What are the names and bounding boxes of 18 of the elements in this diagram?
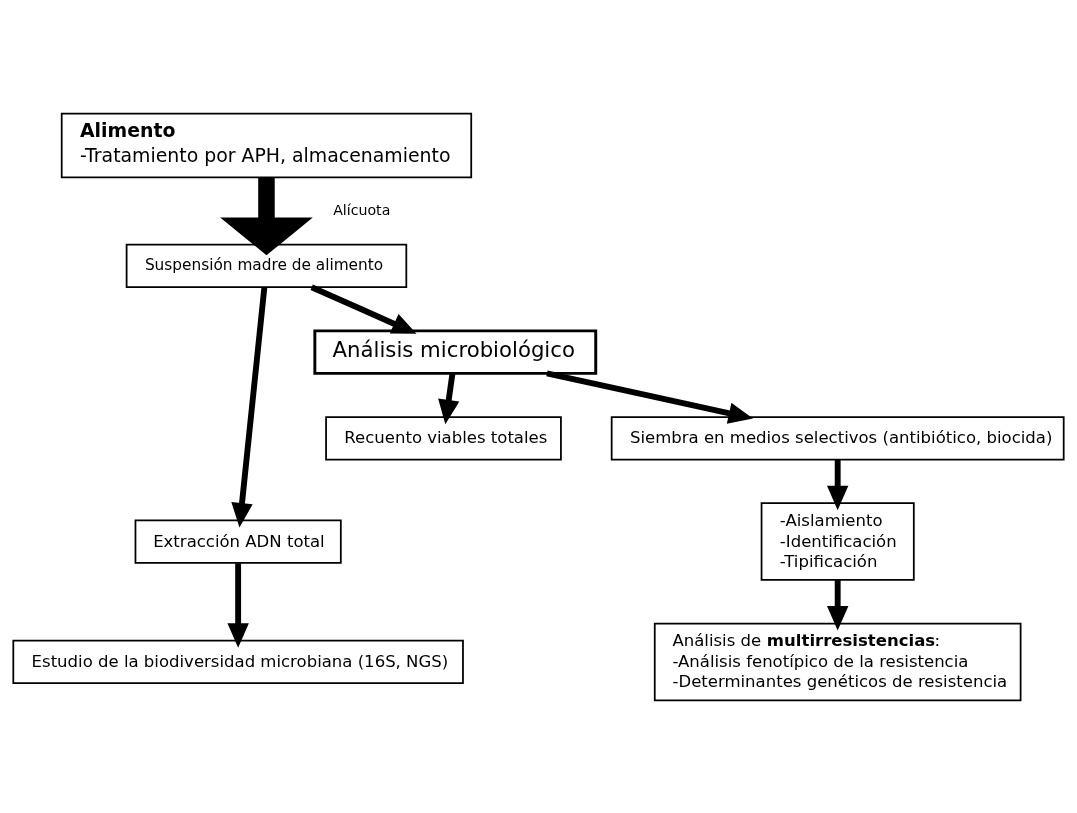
- arrow: [826, 579, 849, 631]
- edge-label: Alícuota: [333, 201, 391, 218]
- arrow: [227, 562, 249, 648]
- arrow: [826, 459, 849, 510]
- arrow: [438, 372, 460, 424]
- node-box: Alimento -Tratamiento por APH, almacenamiento: [60, 112, 473, 178]
- node-box: Recuento viables totales: [325, 415, 562, 460]
- node-box: Análisis microbiológico: [313, 328, 598, 375]
- node-box: Estudio de la biodiversidad microbiana (16S, NGS): [12, 639, 464, 684]
- node-box: Suspensión madre de alimento: [125, 243, 408, 288]
- arrow: [310, 284, 417, 334]
- node-box: Siembra en medios selectivos (antibiótico, biocida): [610, 415, 1065, 460]
- node-box: -Aislamiento -Identificación -Tipificación: [760, 501, 915, 581]
- node-box: Análisis de multirresistencias: -Análisis fenotípico de la resistencia -Determinantes genéticos de resistencia: [653, 622, 1022, 701]
- arrow: [231, 286, 268, 528]
- arrow: [220, 176, 313, 255]
- node-box: Extracción ADN total: [134, 518, 342, 564]
- arrow: [546, 370, 754, 424]
